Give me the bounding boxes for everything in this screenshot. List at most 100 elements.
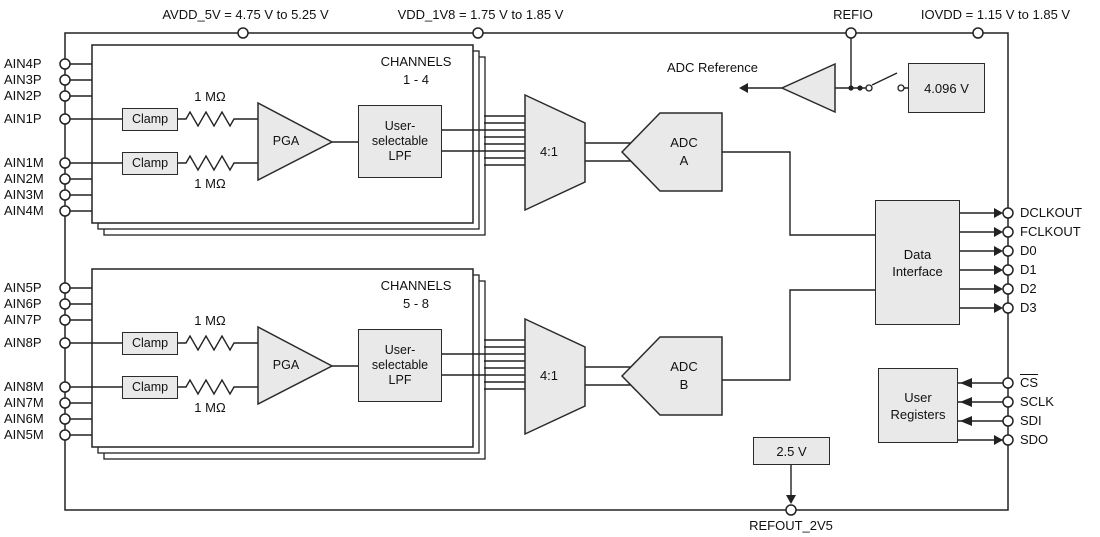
lpf1-block: User-selectable LPF — [358, 105, 442, 178]
reference-buffer-triangle — [780, 62, 836, 114]
ain7m-pin — [59, 397, 71, 409]
user-registers-block: User Registers — [878, 368, 958, 443]
pin-label-avdd: AVDD_5V = 4.75 V to 5.25 V — [162, 7, 329, 22]
switch-pole-icon — [865, 84, 873, 92]
ain1p-pin — [59, 113, 71, 125]
ain3p-pin — [59, 74, 71, 86]
pin-label-ain6p: AIN6P — [4, 296, 42, 311]
pin-label-vdd1v8: VDD_1V8 = 1.75 V to 1.85 V — [397, 7, 564, 22]
refout-voltage-label: 2.5 V — [776, 443, 807, 459]
resistor2-label: 1 MΩ — [194, 176, 226, 191]
ain7p-pin — [59, 314, 71, 326]
channels-5-8-title: CHANNELS — [380, 278, 452, 293]
d3-arrow-icon — [994, 303, 1003, 313]
pin-label-ain3m: AIN3M — [4, 187, 44, 202]
ain4p-pin — [59, 58, 71, 70]
mux2-label: 4:1 — [539, 368, 559, 383]
pin-label-refio: REFIO — [833, 7, 873, 22]
adc-reference-arrow-icon — [739, 83, 748, 93]
channels-1-4-title: CHANNELS — [380, 54, 452, 69]
ain6p-pin — [59, 298, 71, 310]
arrowheads — [739, 83, 1003, 504]
fclkout-pin — [1002, 226, 1014, 238]
pin-label-ain1m: AIN1M — [4, 155, 44, 170]
pin-label-refout: REFOUT_2V5 — [749, 518, 833, 533]
pin-label-d2: D2 — [1020, 281, 1037, 296]
resistor3-label: 1 MΩ — [194, 313, 226, 328]
pin-label-dclkout: DCLKOUT — [1020, 205, 1083, 220]
cs-arrow-icon — [960, 378, 972, 388]
data-interface-label: Data Interface — [892, 246, 943, 279]
pin-label-ain2p: AIN2P — [4, 88, 42, 103]
channels-1-4-range: 1 - 4 — [402, 72, 429, 87]
vdd1v8-pin — [472, 27, 484, 39]
d0-arrow-icon — [994, 246, 1003, 256]
pin-label-ain7p: AIN7P — [4, 312, 42, 327]
clamp4-label: Clamp — [131, 380, 169, 394]
cs-pin — [1002, 377, 1014, 389]
pin-label-ain6m: AIN6M — [4, 411, 44, 426]
lpf2-label: User-selectable LPF — [371, 343, 429, 387]
ain8m-pin — [59, 381, 71, 393]
pin-label-iovdd: IOVDD = 1.15 V to 1.85 V — [920, 7, 1071, 22]
sdo-arrow-icon — [994, 435, 1003, 445]
refout-pin — [785, 504, 797, 516]
adc-a-shape — [620, 112, 723, 192]
clamp4-block: Clamp — [122, 376, 178, 399]
pin-label-ain7m: AIN7M — [4, 395, 44, 410]
pin-label-ain1p: AIN1P — [4, 111, 42, 126]
fclkout-arrow-icon — [994, 227, 1003, 237]
cs-overline-text: CS — [1020, 375, 1039, 390]
mux1-trapezoid — [524, 93, 586, 212]
pin-label-fclkout: FCLKOUT — [1020, 224, 1081, 239]
data-interface-block: Data Interface — [875, 200, 960, 325]
mux1-label: 4:1 — [539, 144, 559, 159]
switch-throw-icon — [897, 84, 905, 92]
lpf2-block: User-selectable LPF — [358, 329, 442, 402]
iovdd-pin — [972, 27, 984, 39]
sdi-arrow-icon — [960, 416, 972, 426]
ain1m-pin — [59, 157, 71, 169]
d0-pin — [1002, 245, 1014, 257]
pga1-triangle — [257, 101, 334, 182]
d2-arrow-icon — [994, 284, 1003, 294]
pin-label-ain8m: AIN8M — [4, 379, 44, 394]
dclkout-arrow-icon — [994, 208, 1003, 218]
clamp1-label: Clamp — [131, 112, 169, 126]
clamp2-block: Clamp — [122, 152, 178, 175]
lpf1-label: User-selectable LPF — [371, 119, 429, 163]
refout-arrow-icon — [786, 495, 796, 504]
pin-label-d3: D3 — [1020, 300, 1037, 315]
ain5p-pin — [59, 282, 71, 294]
sclk-pin — [1002, 396, 1014, 408]
pin-label-sclk: SCLK — [1020, 394, 1054, 409]
refio-pin — [845, 27, 857, 39]
sdo-pin — [1002, 434, 1014, 446]
pin-label-ain3p: AIN3P — [4, 72, 42, 87]
pin-label-ain4m: AIN4M — [4, 203, 44, 218]
d1-arrow-icon — [994, 265, 1003, 275]
dclkout-pin — [1002, 207, 1014, 219]
d3-pin — [1002, 302, 1014, 314]
resistor4-label: 1 MΩ — [194, 400, 226, 415]
adc-b-shape — [620, 336, 723, 416]
refout-voltage-block: 2.5 V — [753, 437, 830, 465]
resistor1-label: 1 MΩ — [194, 89, 226, 104]
d1-pin — [1002, 264, 1014, 276]
sclk-arrow-icon — [960, 397, 972, 407]
ain2p-pin — [59, 90, 71, 102]
pin-label-ain4p: AIN4P — [4, 56, 42, 71]
d2-pin — [1002, 283, 1014, 295]
reference-voltage-label: 4.096 V — [924, 80, 969, 96]
pin-label-sdo: SDO — [1020, 432, 1049, 447]
pga2-label: PGA — [272, 358, 300, 372]
pga2-triangle — [257, 325, 334, 406]
ain5m-pin — [59, 429, 71, 441]
adc-b-label: ADC B — [670, 359, 698, 392]
ain8p-pin — [59, 337, 71, 349]
clamp2-label: Clamp — [131, 156, 169, 170]
avdd-pin — [237, 27, 249, 39]
adc-reference-label: ADC Reference — [666, 60, 759, 75]
pga1-label: PGA — [272, 134, 300, 148]
ain4m-pin — [59, 205, 71, 217]
